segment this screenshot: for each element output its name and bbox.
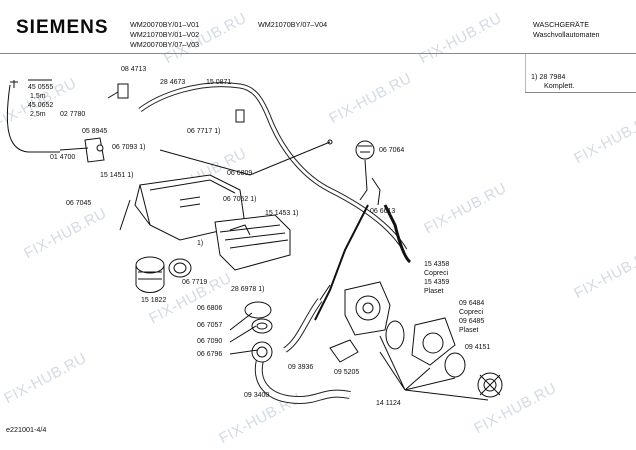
- part-number-label: 06 7090: [197, 338, 223, 345]
- header-divider: [0, 53, 636, 54]
- part-number-label: 15 4359: [424, 279, 450, 286]
- part-number-label: 06 7719: [182, 279, 208, 286]
- category-title: WASCHGERÄTE: [533, 20, 590, 29]
- part-number-label: 28 6978 1): [231, 286, 265, 293]
- part-number-label: 06 7052 1): [223, 196, 257, 203]
- model-line-4: WM21070BY/07–V04: [258, 20, 328, 29]
- part-number-label: 15 1822: [141, 297, 167, 304]
- part-number-label: 15 4358: [424, 261, 450, 268]
- part-number-label: 09 6484: [459, 300, 485, 307]
- part-number-label: 08 4713: [121, 66, 147, 73]
- part-number-label: 09 5205: [334, 369, 360, 376]
- model-line-1: WM20070BY/01–V01: [130, 20, 200, 29]
- part-number-label: 06 6806: [197, 305, 223, 312]
- supplier-label: Plaset: [424, 288, 444, 295]
- model-line-2: WM21070BY/01–V02: [130, 30, 200, 39]
- page-reference: e221001-4/4: [6, 425, 47, 434]
- part-number-label: 02 7780: [60, 111, 86, 118]
- notes-divider-bottom: [525, 92, 636, 93]
- brand-logo: SIEMENS: [16, 17, 109, 38]
- part-number-label: 06 6809: [227, 170, 253, 177]
- part-number-label: 06 7057: [197, 322, 223, 329]
- part-number-label: 15 0871: [206, 79, 232, 86]
- part-number-label: 06 7045: [66, 200, 92, 207]
- part-number-label: 45 0555: [28, 84, 54, 91]
- notes-divider: [525, 54, 526, 92]
- part-number-label: 15 1453 1): [265, 210, 299, 217]
- model-line-3: WM20070BY/07–V03: [130, 40, 200, 49]
- footnote-marker: 1): [197, 240, 204, 247]
- part-number-label: 45 0652: [28, 102, 54, 109]
- part-number-label: 28 4673: [160, 79, 186, 86]
- part-number-label: 09 6485: [459, 318, 485, 325]
- part-number-label: 01 4700: [50, 154, 76, 161]
- part-number-label: 09 4151: [465, 344, 491, 351]
- part-number-label: 09 3936: [288, 364, 314, 371]
- category-subtitle: Waschvollautomaten: [533, 30, 600, 39]
- part-number-label: 15 1451 1): [100, 172, 134, 179]
- supplier-label: Copreci: [424, 270, 449, 277]
- supplier-label: Copreci: [459, 309, 484, 316]
- note-line-2: Komplett.: [544, 81, 575, 90]
- supplier-label: Plaset: [459, 327, 479, 334]
- part-number-label: 05 8945: [82, 128, 108, 135]
- note-line-1: 1) 28 7984: [531, 72, 566, 81]
- part-length-label: 1,5m: [30, 93, 46, 100]
- part-number-label: 06 6613: [370, 208, 396, 215]
- part-number-label: 06 7064: [379, 147, 405, 154]
- part-number-label: 06 7093 1): [112, 144, 146, 151]
- part-length-label: 2,5m: [30, 111, 46, 118]
- part-number-label: 09 3400: [244, 392, 270, 399]
- part-number-label: 06 7717 1): [187, 128, 221, 135]
- part-number-label: 14 1124: [376, 400, 401, 407]
- part-number-label: 06 6796: [197, 351, 223, 358]
